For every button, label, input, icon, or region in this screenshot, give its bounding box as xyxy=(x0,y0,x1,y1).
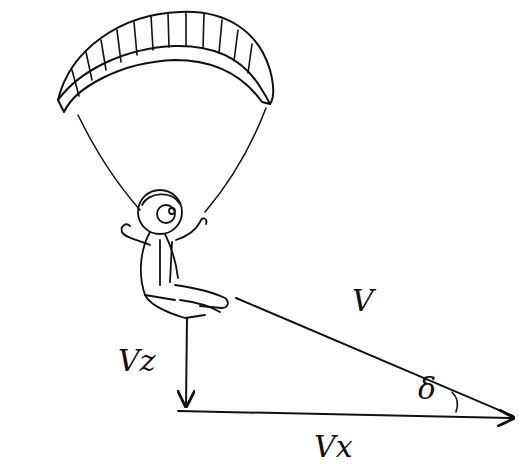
canopy xyxy=(58,12,273,112)
glide-angle-label: δ xyxy=(418,374,436,404)
horizontal-speed-label: Vx xyxy=(314,432,353,462)
v-line xyxy=(236,298,513,416)
vertical-speed-label: Vz xyxy=(118,346,155,376)
pilot xyxy=(122,190,228,318)
angle-arc xyxy=(452,392,458,412)
suspension-lines xyxy=(78,108,266,212)
vz-arrow xyxy=(186,318,187,406)
velocity-label: V xyxy=(352,286,374,316)
vx-arrow xyxy=(178,411,513,418)
velocity-vectors xyxy=(178,298,513,418)
